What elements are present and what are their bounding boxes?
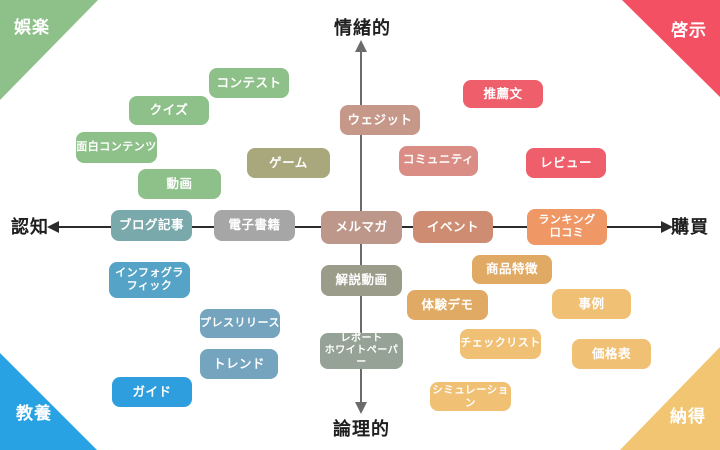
axis-label-logical: 論理的 xyxy=(333,419,390,439)
content-box-guide: ガイド xyxy=(112,377,192,407)
axis-label-purchase: 購買 xyxy=(671,217,709,237)
content-box-widget: ウェジット xyxy=(340,105,420,135)
content-box-community: コミュニティ xyxy=(399,146,478,176)
right-arrow-icon xyxy=(661,221,673,233)
content-box-simulation: シミュレーション xyxy=(430,382,511,411)
content-box-price-list: 価格表 xyxy=(572,339,651,369)
corner-label-conviction: 納得 xyxy=(670,407,706,426)
content-box-contest: コンテスト xyxy=(209,68,289,98)
content-box-press-release: プレスリリース xyxy=(200,309,280,338)
content-box-product-features: 商品特徴 xyxy=(472,255,552,284)
content-box-ebook: 電子書籍 xyxy=(214,210,295,241)
content-box-blog-article: ブログ記事 xyxy=(111,210,192,241)
axis-label-awareness: 認知 xyxy=(11,217,49,237)
corner-label-education: 教養 xyxy=(16,404,52,423)
content-box-funny-content: 面白コンテンツ xyxy=(76,132,157,163)
content-box-trend: トレンド xyxy=(200,349,278,379)
corner-label-revelation: 啓示 xyxy=(671,21,707,40)
content-box-game: ゲーム xyxy=(247,148,330,178)
down-arrow-icon xyxy=(355,402,367,414)
corner-education-triangle xyxy=(0,353,97,450)
content-box-quiz: クイズ xyxy=(129,96,209,125)
left-arrow-icon xyxy=(47,221,59,233)
axis-label-emotional: 情緒的 xyxy=(334,18,391,38)
content-box-event: イベント xyxy=(413,211,493,243)
content-box-report-whitepaper: レポート ホワイトペーパー xyxy=(320,333,403,369)
content-box-case-study: 事例 xyxy=(552,289,631,319)
corner-entertainment-triangle xyxy=(0,0,98,100)
content-box-infographic: インフォグラ フィック xyxy=(109,262,190,298)
content-box-ranking-wom: ランキング 口コミ xyxy=(527,209,607,245)
content-box-checklist: チェックリスト xyxy=(460,329,541,359)
content-box-newsletter: メルマガ xyxy=(321,211,402,244)
corner-label-entertainment: 娯楽 xyxy=(14,18,50,37)
content-box-hands-on-demo: 体験デモ xyxy=(407,290,488,320)
content-box-review: レビュー xyxy=(526,148,606,178)
content-box-video: 動画 xyxy=(138,169,221,199)
up-arrow-icon xyxy=(355,40,367,52)
content-box-recommendation: 推薦文 xyxy=(463,80,543,108)
corner-revelation-triangle xyxy=(622,0,720,97)
content-box-explainer-video: 解説動画 xyxy=(321,265,402,296)
